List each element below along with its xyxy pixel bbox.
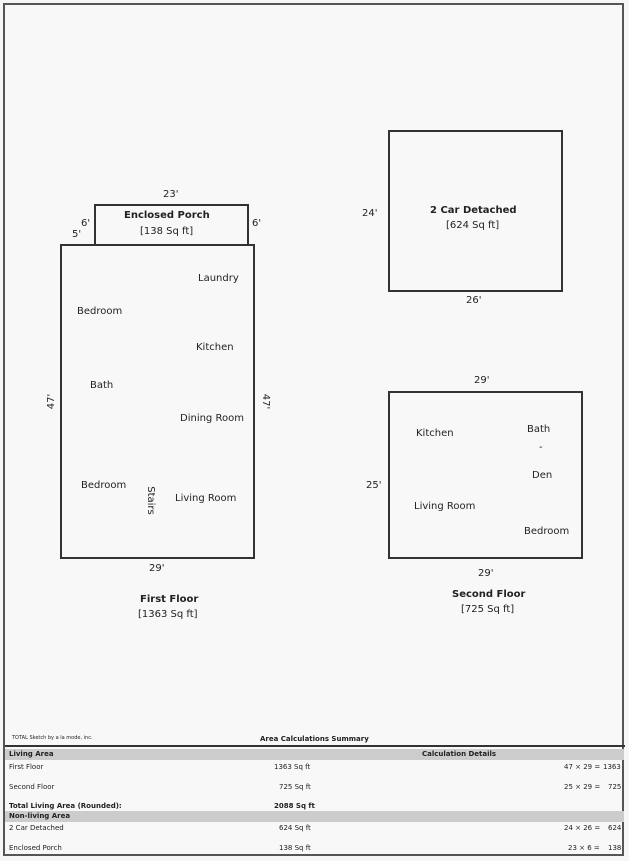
total-label: Total Living Area (Rounded): [9,802,122,810]
sf-dim-top: 29' [474,375,490,386]
ff-laundry: Laundry [198,273,239,284]
row-calc: 23 × 6 = [568,844,600,852]
sf-dim-bottom: 29' [478,568,494,579]
ff-dim-bottom: 29' [149,563,165,574]
sf-kitchen: Kitchen [416,428,454,439]
nonliving-header: Non-living Area [9,812,71,820]
row-result: 725 [608,783,622,791]
summary-brand: TOTAL Sketch by a la mode, inc. [12,735,93,741]
garage-outline [388,130,563,292]
garage-area: [624 Sq ft] [446,220,500,231]
total-row: Total Living Area (Rounded): 2088 Sq ft [5,800,624,812]
row-name: 2 Car Detached [9,824,64,832]
sf-area: [725 Sq ft] [461,604,515,615]
sf-dash: - [539,442,543,453]
ff-stairs: Stairs [144,486,156,515]
table-row: First Floor 1363 Sq ft 47 × 29 = 1363 [5,761,624,773]
second-floor-outline [388,391,583,559]
row-result: 624 [608,824,622,832]
porch-area: [138 Sq ft] [140,226,194,237]
sf-title: Second Floor [452,589,526,600]
porch-dim-left-bottom: 5' [72,229,82,240]
living-area-header: Living Area [9,750,54,758]
porch-title: Enclosed Porch [124,210,210,221]
total-value: 2088 Sq ft [274,802,315,810]
porch-dim-left-top: 6' [81,218,91,229]
ff-bedroom1: Bedroom [77,306,123,317]
sf-bath: Bath [527,424,551,435]
ff-bath: Bath [90,380,114,391]
first-floor-outline [60,244,255,559]
row-area: 624 Sq ft [279,824,311,832]
row-result: 138 [608,844,622,852]
ff-title: First Floor [140,594,199,605]
row-name: First Floor [9,763,44,771]
row-name: Enclosed Porch [9,844,62,852]
sf-bedroom: Bedroom [524,526,570,537]
sf-den: Den [532,470,553,481]
ff-dim-right: 47' [260,393,272,410]
garage-dim-left: 24' [362,208,378,219]
ff-bedroom2: Bedroom [81,480,127,491]
row-area: 138 Sq ft [279,844,311,852]
row-calc: 24 × 26 = [564,824,601,832]
living-area-header-row: Living Area Calculation Details [5,749,624,760]
table-row: Enclosed Porch 138 Sq ft 23 × 6 = 138 [5,842,624,854]
row-name: Second Floor [9,783,55,791]
row-calc: 25 × 29 = [564,783,601,791]
garage-dim-bottom: 26' [466,295,482,306]
ff-dim-left: 47' [46,393,58,410]
sf-living: Living Room [414,501,476,512]
porch-dim-right: 6' [252,218,262,229]
row-area: 725 Sq ft [279,783,311,791]
ff-living: Living Room [175,493,237,504]
sf-dim-left: 25' [366,480,382,491]
summary-title: Area Calculations Summary [260,735,369,743]
calc-details-header: Calculation Details [422,750,497,758]
table-row: 2 Car Detached 624 Sq ft 24 × 26 = 624 [5,822,624,834]
garage-title: 2 Car Detached [430,205,517,216]
table-row: Second Floor 725 Sq ft 25 × 29 = 725 [5,781,624,793]
ff-area: [1363 Sq ft] [138,609,198,620]
row-result: 1363 [603,763,621,771]
porch-dim-top: 23' [163,189,179,200]
summary-table: Living Area Calculation Details First Fl… [5,745,625,857]
sketch-page [3,3,624,856]
nonliving-header-row: Non-living Area [5,811,624,822]
row-area: 1363 Sq ft [274,763,311,771]
ff-kitchen: Kitchen [196,342,234,353]
row-calc: 47 × 29 = [564,763,601,771]
ff-dining: Dining Room [180,413,244,424]
